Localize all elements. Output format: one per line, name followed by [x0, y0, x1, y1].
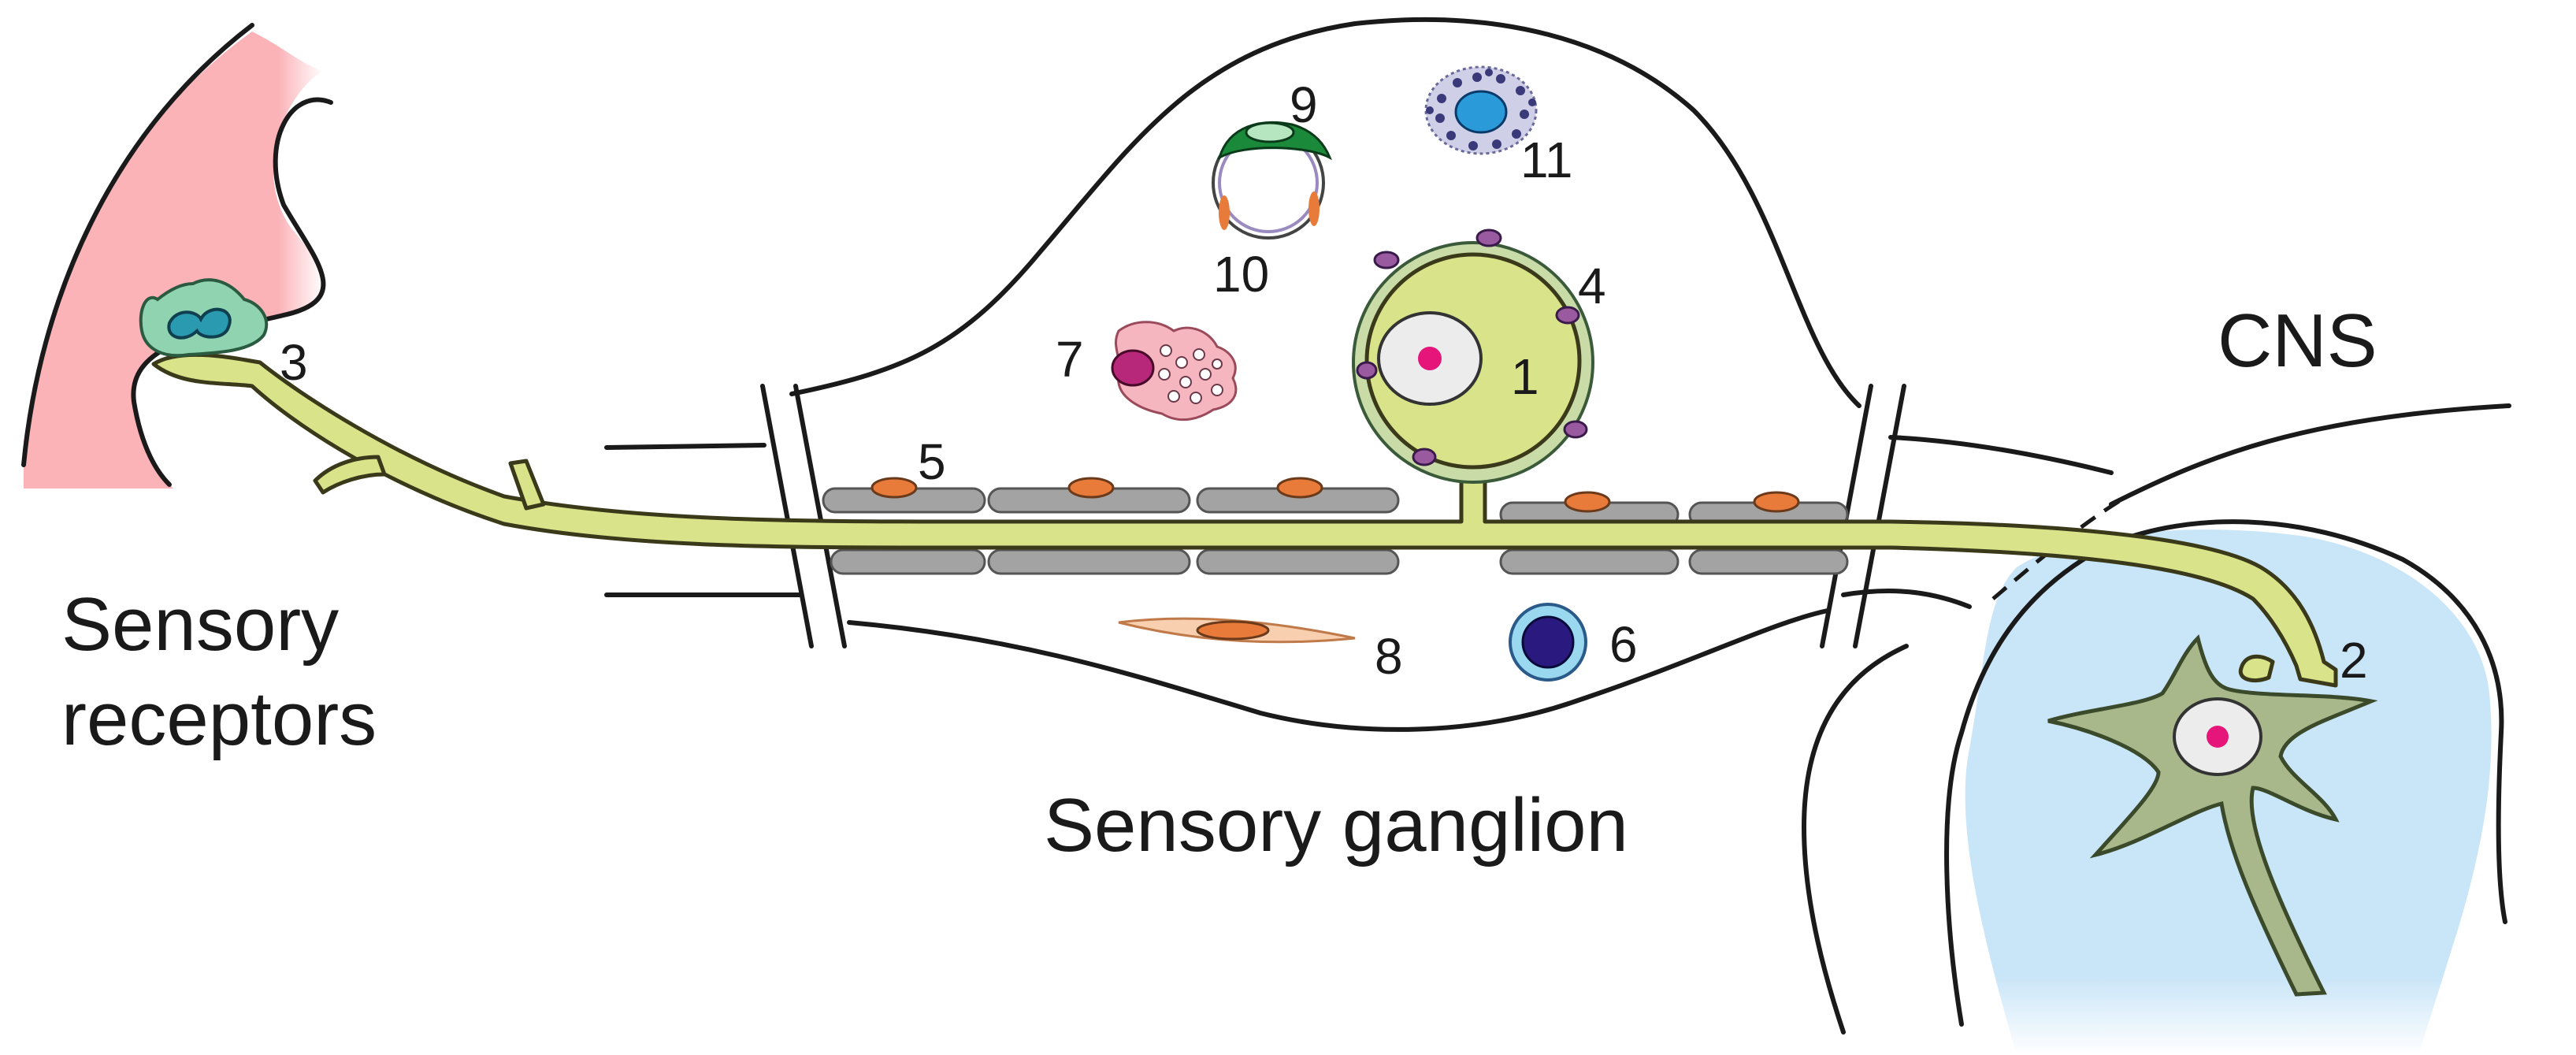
- peripheral-nerve-right: [1841, 435, 2114, 609]
- label-10: 10: [1213, 246, 1269, 303]
- ganglion-capsule-top: [789, 17, 1861, 408]
- cns-boundary-lower: [1802, 644, 1909, 1035]
- cut-mark-left: [760, 384, 847, 648]
- label-3: 3: [280, 334, 308, 391]
- sensory-neuron-body: [1352, 241, 1594, 484]
- peripheral-nerve-left: [604, 443, 802, 597]
- receptor-tissue: [21, 23, 333, 488]
- label-sensory-ganglion: Sensory ganglion: [1044, 783, 1628, 867]
- label-8: 8: [1375, 628, 1403, 685]
- receptor-cell: [139, 278, 269, 358]
- mast-cell: [1111, 321, 1238, 422]
- cns-boundary-upper: [2109, 403, 2511, 507]
- label-cns: CNS: [2218, 299, 2377, 383]
- label-2: 2: [2340, 632, 2368, 689]
- label-1: 1: [1511, 348, 1539, 405]
- ganglion-capsule-bottom: [847, 608, 1830, 732]
- label-11: 11: [1520, 132, 1572, 188]
- label-6: 6: [1609, 616, 1638, 673]
- label-sensory-receptors: Sensory receptors: [61, 582, 377, 761]
- cns-neuron: [2047, 634, 2378, 997]
- pseudounipolar-axon: [151, 352, 2338, 688]
- label-4: 4: [1578, 258, 1606, 314]
- label-9: 9: [1290, 76, 1318, 133]
- lymphocyte: [1509, 603, 1587, 682]
- label-7: 7: [1056, 331, 1084, 388]
- label-5: 5: [918, 433, 946, 490]
- granular-cell: [1424, 65, 1538, 155]
- fibroblast: [1118, 617, 1356, 644]
- schwann-nuclei: [870, 477, 1800, 513]
- capillary: [1212, 121, 1332, 240]
- satellite-cells: [1356, 228, 1588, 466]
